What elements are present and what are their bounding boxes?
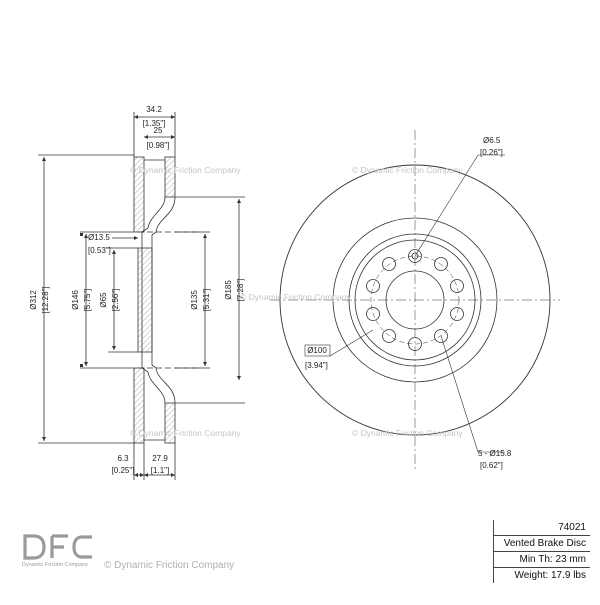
lug-hole	[382, 257, 396, 271]
dim-bolt-hole-in: [0.53"]	[88, 246, 111, 255]
lug-hole	[434, 257, 448, 271]
leader-bolt-circle	[329, 329, 374, 357]
dim-bolt-circle-mm: Ø100	[307, 346, 327, 355]
dim-bore-in: [2.56"]	[111, 289, 120, 312]
lug-hole	[382, 329, 396, 343]
dim-outer-dia-in: [12.28"]	[41, 286, 50, 313]
watermark-text: © Dynamic Friction Company	[130, 428, 241, 438]
leader-lug	[440, 335, 479, 453]
side-section-view	[38, 112, 245, 480]
dim-hat-mm: 25	[154, 126, 163, 135]
marker-dot	[80, 364, 83, 367]
lug-hole	[450, 307, 464, 321]
dim-height-in: [1.1"]	[151, 466, 169, 475]
part-info-table: 74021 Vented Brake Disc Min Th: 23 mm We…	[493, 520, 590, 583]
dim-friction-in: [7.28"]	[236, 279, 245, 302]
lug-hole	[366, 279, 380, 293]
part-description: Vented Brake Disc	[494, 536, 590, 552]
watermark-text: © Dynamic Friction Company	[240, 292, 351, 302]
watermark-text: © Dynamic Friction Company	[352, 165, 463, 175]
dim-friction-mm: Ø185	[224, 280, 233, 300]
marker-dot	[80, 233, 83, 236]
watermark-text: © Dynamic Friction Company	[130, 165, 241, 175]
footer-watermark: © Dynamic Friction Company	[104, 560, 235, 571]
dim-hat-in: [0.98"]	[147, 141, 170, 150]
dfc-logo-icon	[23, 534, 92, 560]
lug-hole	[434, 329, 448, 343]
lug-hole	[366, 307, 380, 321]
dim-outer-dia-mm: Ø312	[29, 290, 38, 310]
dim-bore-mm: Ø65	[99, 292, 108, 308]
dim-lug-holes-in: [0.62"]	[480, 461, 503, 470]
bolt-circle-box	[304, 344, 331, 357]
friction-plate-inner-bottom	[164, 402, 176, 444]
dim-bolt-circle-in: [3.94"]	[305, 361, 328, 370]
hub-face	[137, 247, 153, 353]
dim-offset-in: [0.25"]	[112, 466, 135, 475]
dim-width-in: [1.35"]	[143, 119, 166, 128]
dim-lug-holes-mm: 5 - Ø15.8	[478, 449, 512, 458]
arrowheads	[42, 115, 241, 477]
dim-hat-dia-mm: Ø146	[71, 290, 80, 310]
dim-inner-hat-in: [5.31"]	[202, 289, 211, 312]
friction-plate-inner-top	[164, 156, 176, 198]
dim-locator-mm: Ø6.5	[483, 136, 501, 145]
dim-hat-dia-in: [5.75"]	[83, 289, 92, 312]
lug-hole	[450, 279, 464, 293]
leader-locator	[414, 154, 479, 257]
dim-bolt-hole-mm: Ø13.5	[88, 233, 110, 242]
dim-height-mm: 27.9	[152, 454, 168, 463]
logo-tagline: Dynamic Friction Company	[22, 562, 89, 568]
part-weight: Weight: 17.9 lbs	[514, 570, 586, 581]
min-thickness: Min Th: 23 mm	[494, 552, 590, 568]
watermark-text: © Dynamic Friction Company	[352, 428, 463, 438]
front-view	[270, 130, 560, 470]
part-number: 74021	[494, 520, 590, 536]
dim-offset-mm: 6.3	[117, 454, 129, 463]
dim-locator-in: [0.26"]	[480, 148, 503, 157]
hat-profile-inner	[151, 196, 176, 404]
dim-inner-hat-mm: Ø135	[190, 290, 199, 310]
dim-width-mm: 34.2	[146, 105, 162, 114]
